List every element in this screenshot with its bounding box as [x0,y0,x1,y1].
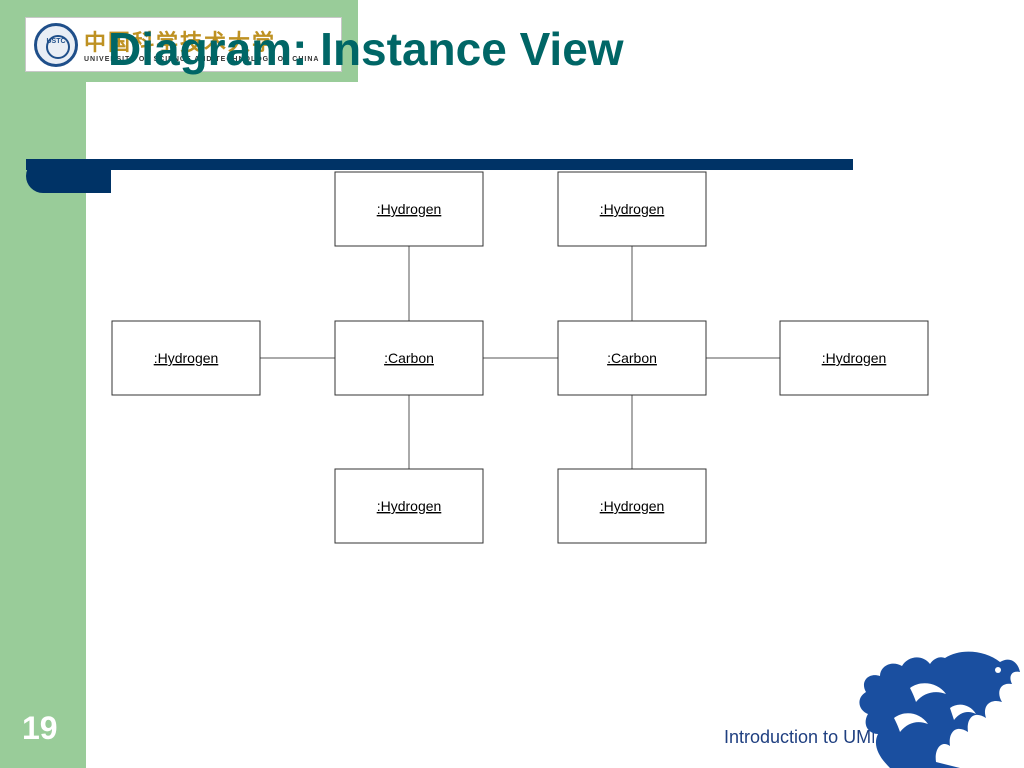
node-label-h-top-right: :Hydrogen [600,201,665,217]
node-label-h-right: :Hydrogen [822,350,887,366]
node-h-right: :Hydrogen [779,320,929,396]
title-underline-bar [26,159,853,170]
university-logo: USTC 中国科学技术大学 UNIVERSITY OF SCIENCE AND … [25,17,342,72]
logo-english-name: UNIVERSITY OF SCIENCE AND TECHNOLOGY OF … [84,56,320,63]
node-c-right: :Carbon [557,320,707,396]
node-label-c-right: :Carbon [607,350,657,366]
dragon-logo-icon [859,651,1020,768]
node-h-bottom-left: :Hydrogen [334,468,484,544]
node-box-h-bottom-right [557,468,707,544]
node-box-h-bottom-left [334,468,484,544]
node-box-c-right [557,320,707,396]
slide-title: Diagram: Instance View [108,23,624,75]
node-label-h-left: :Hydrogen [154,350,219,366]
node-label-h-bottom-right: :Hydrogen [600,498,665,514]
diagram-links [260,246,780,469]
green-frame-left [0,0,86,768]
node-h-top-left: :Hydrogen [334,171,484,247]
content-panel [86,82,1024,768]
university-seal-icon: USTC [34,23,78,67]
footer-title: Introduction to UML [724,727,874,747]
node-box-h-top-left [334,171,484,247]
node-label-h-top-left: :Hydrogen [377,201,442,217]
node-box-h-top-right [557,171,707,247]
node-box-h-right [779,320,929,396]
node-label-c-left: :Carbon [384,350,434,366]
node-c-left: :Carbon [334,320,484,396]
logo-chinese-name: 中国科学技术大学 [84,30,277,56]
diagram-nodes: :Hydrogen :Hydrogen :Hydrogen :Carbon :Carbo… [111,171,929,544]
node-h-bottom-right: :Hydrogen [557,468,707,544]
node-label-h-bottom-left: :Hydrogen [377,498,442,514]
node-box-h-left [111,320,261,396]
node-h-left: :Hydrogen [111,320,261,396]
node-h-top-right: :Hydrogen [557,171,707,247]
page-number: 19 [22,710,58,746]
node-box-c-left [334,320,484,396]
